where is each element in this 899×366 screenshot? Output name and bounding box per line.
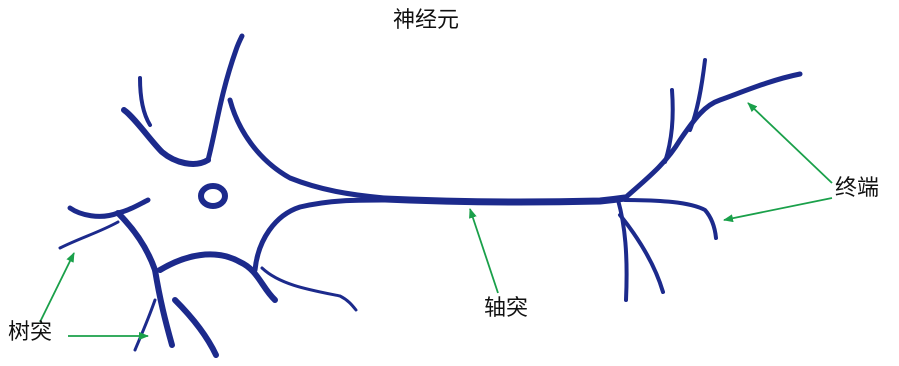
dendrite-label: 树突 [8,320,53,345]
dendrite-left-lower [58,220,120,250]
label-arrows [39,102,833,340]
soma-lower-edge [252,197,388,273]
arrow-terminal-lower [723,197,833,223]
dendrite-lower-right [260,266,358,312]
axon-terminal-label: 终端 [835,176,880,201]
axon-label: 轴突 [484,296,529,321]
arrow-dendrite-upper [39,252,75,323]
diagram-title: 神经元 [393,8,460,33]
dendrite-top [205,33,245,163]
terminal-upper-top [688,58,707,132]
dendrite-lower-middle [157,251,278,303]
dendrite-upper-left [121,107,211,167]
arrow-axon [469,208,499,294]
soma-upper-edge [227,97,388,201]
dendrite-lower-middle-b [172,297,219,358]
neuron-body [58,33,803,358]
dendrite-upper-left-branch [138,76,152,127]
terminal-upper-inner [663,88,675,164]
arrow-terminal-upper [747,102,833,184]
terminal-lower-1 [616,198,629,302]
dendrite-lower-left-branch [133,298,157,352]
nucleus [198,183,228,209]
terminal-middle [623,198,718,240]
dendrite-left [67,197,151,219]
dendrite-lower-left [152,267,175,348]
axon-shaft [381,194,629,206]
terminal-lower-2 [618,213,665,294]
terminal-upper [622,71,803,201]
soma-left-edge [115,210,158,273]
